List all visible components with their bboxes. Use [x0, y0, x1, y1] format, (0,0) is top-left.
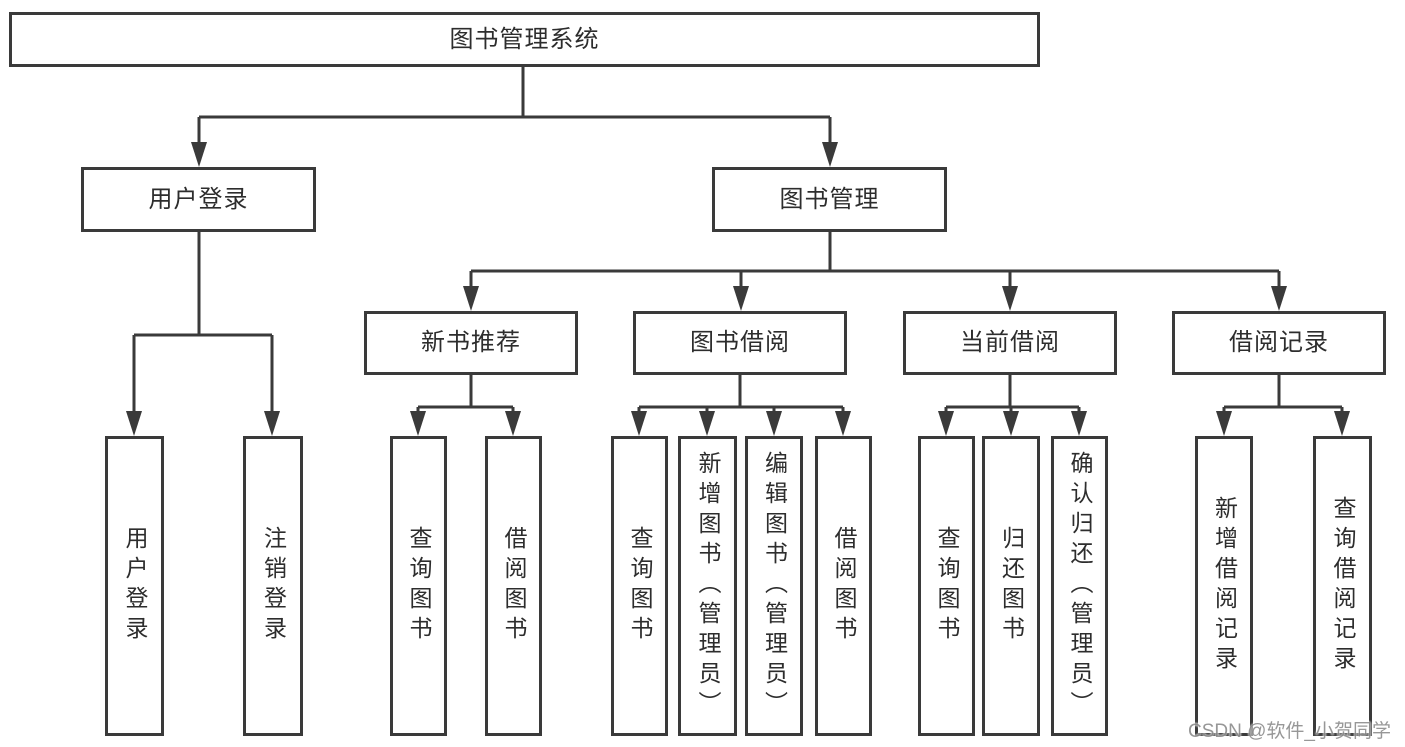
arrow-head	[1271, 286, 1287, 311]
node-query-books-recommend: 查询图书	[390, 436, 447, 736]
arrow-head	[191, 142, 207, 167]
node-book-borrowing: 图书借阅	[633, 311, 847, 375]
arrow-head	[938, 411, 954, 436]
arrow-head	[822, 142, 838, 167]
node-label: 确认归还（管理员）	[1067, 451, 1093, 721]
node-borrow-books: 借阅图书	[815, 436, 872, 736]
arrow-head	[699, 411, 715, 436]
arrow-head	[1071, 411, 1087, 436]
arrow-heads	[126, 142, 1350, 436]
arrow-head	[410, 411, 426, 436]
arrow-head	[505, 411, 521, 436]
node-return-books: 归还图书	[982, 436, 1040, 736]
node-label: 新增图书（管理员）	[695, 451, 721, 721]
node-label: 注销登录	[260, 526, 287, 646]
node-add-borrow-record: 新增借阅记录	[1195, 436, 1253, 736]
arrow-head	[733, 286, 749, 311]
arrow-head	[1003, 411, 1019, 436]
arrow-head	[1334, 411, 1350, 436]
arrow-head	[766, 411, 782, 436]
node-borrowing-records: 借阅记录	[1172, 311, 1386, 375]
node-label: 用户登录	[122, 526, 148, 646]
node-edit-books-admin: 编辑图书（管理员）	[745, 436, 803, 736]
node-query-books-current: 查询图书	[918, 436, 975, 736]
node-confirm-return-admin: 确认归还（管理员）	[1051, 436, 1108, 736]
arrow-head	[1002, 286, 1018, 311]
node-current-borrowing: 当前借阅	[903, 311, 1117, 375]
node-new-book-recommend: 新书推荐	[364, 311, 578, 375]
node-label: 归还图书	[998, 526, 1025, 646]
node-label: 借阅图书	[501, 526, 527, 646]
arrow-head	[126, 411, 142, 436]
node-library-management-system: 图书管理系统	[9, 12, 1040, 67]
csdn-watermark: CSDN @软件_小贺同学	[1188, 721, 1391, 742]
node-query-books-borrowing: 查询图书	[611, 436, 668, 736]
arrow-head	[463, 286, 479, 311]
node-label: 编辑图书（管理员）	[761, 451, 788, 721]
node-label: 查询图书	[934, 526, 960, 646]
node-label: 查询图书	[406, 526, 432, 646]
node-label: 借阅图书	[831, 526, 857, 646]
arrow-head	[264, 411, 280, 436]
node-query-borrow-record: 查询借阅记录	[1313, 436, 1372, 736]
node-book-management: 图书管理	[712, 167, 947, 232]
arrow-head	[835, 411, 851, 436]
node-add-books-admin: 新增图书（管理员）	[678, 436, 737, 736]
node-user-login-group: 用户登录	[81, 167, 316, 232]
arrow-head	[631, 411, 647, 436]
node-label: 查询借阅记录	[1330, 496, 1356, 676]
node-borrow-books-recommend: 借阅图书	[485, 436, 542, 736]
node-user-login: 用户登录	[105, 436, 164, 736]
node-label: 新增借阅记录	[1211, 496, 1238, 676]
arrow-head	[1216, 411, 1232, 436]
node-logout: 注销登录	[243, 436, 303, 736]
node-label: 查询图书	[627, 526, 653, 646]
